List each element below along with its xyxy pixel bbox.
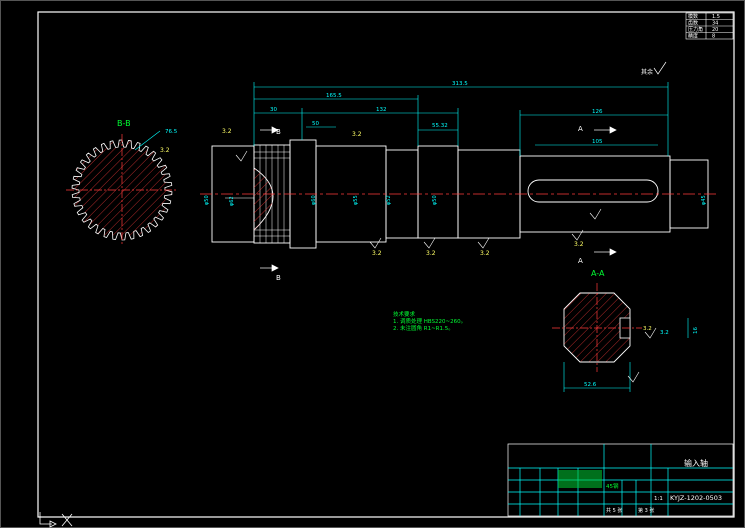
dia-label-6: φ50 [432, 195, 438, 205]
shaft-segment-3 [417, 145, 459, 239]
section-bb-roughness: 3.2 [160, 147, 170, 154]
dia-label-5: φ52 [386, 195, 392, 205]
roughness-triangles [235, 150, 602, 249]
dim-126: 126 [592, 109, 603, 115]
tech-notes-line-2: 2. 未注圆角 R1~R1.5。 [393, 324, 454, 332]
svg-text:34: 34 [712, 21, 718, 27]
section-bb-angle: 76.5 [165, 129, 178, 135]
section-bb-gear [66, 130, 178, 246]
roughness-5: 3.2 [480, 250, 490, 257]
title-block-fill [558, 470, 602, 488]
dim-30: 30 [270, 107, 277, 113]
dia-label-2: φ62 [229, 196, 235, 206]
ucs-icon [39, 512, 73, 528]
title-block [507, 443, 734, 517]
roughness-4: 3.2 [426, 250, 436, 257]
title-sheet-number: 第 3 张 [638, 507, 654, 514]
gear-table-row-1: 模数 [688, 13, 698, 20]
section-marker-b-top: B [276, 128, 281, 136]
dim-50: 50 [312, 121, 319, 127]
title-sheet-total: 共 5 张 [606, 507, 622, 514]
title-drawing-number: KYJZ-1202-0503 [670, 494, 722, 502]
dia-label-1: φ50 [204, 195, 210, 205]
section-aa-dim-key: 16 [693, 327, 699, 334]
svg-text:8: 8 [712, 34, 715, 40]
top-dimension-lines [253, 82, 669, 156]
section-marker-a-bottom: A [578, 257, 583, 265]
section-marker-b-bottom: B [276, 274, 281, 282]
dim-overall: 313.5 [452, 81, 468, 87]
svg-text:1.5: 1.5 [712, 14, 720, 20]
roughness-6: 3.2 [574, 241, 584, 248]
corner-roughness-label: 其余 [641, 68, 653, 76]
dia-label-3: φ60 [311, 195, 317, 205]
gear-parameter-table [685, 12, 734, 40]
section-aa-roughness: 3.2 [643, 326, 652, 332]
gear-table-row-4: 精度 [688, 33, 698, 40]
section-bb-label: B-B [117, 119, 131, 128]
title-part-name: 输入轴 [684, 458, 708, 468]
section-arrows [260, 126, 617, 272]
tech-notes-heading: 技术要求 [393, 310, 416, 318]
section-aa-label: A-A [591, 269, 605, 278]
section-marker-a-top: A [578, 125, 583, 133]
roughness-2: 3.2 [352, 131, 362, 138]
gear-table-row-3: 压力角 [688, 26, 703, 33]
dia-label-7: φ45 [701, 195, 707, 205]
section-aa-dim-width: 52.6 [584, 382, 597, 388]
keyway-slot [527, 179, 659, 203]
tech-notes-line-1: 1. 调质处理 HBS220~260。 [393, 317, 466, 325]
corner-roughness-symbol [653, 61, 667, 75]
roughness-1: 3.2 [222, 128, 232, 135]
drawing-frame [37, 11, 735, 518]
dim-105: 105 [592, 139, 603, 145]
section-aa-view [552, 283, 689, 392]
dia-label-4: φ55 [353, 195, 359, 205]
dim-55: 55.32 [432, 123, 448, 129]
roughness-3: 3.2 [372, 250, 382, 257]
dim-165: 165.5 [326, 93, 342, 99]
dim-132: 132 [376, 107, 387, 113]
title-scale: 1:1 [654, 496, 663, 502]
gear-table-row-2: 齿数 [688, 20, 698, 27]
svg-text:20: 20 [712, 27, 718, 33]
title-material: 45钢 [606, 482, 619, 490]
section-aa-dim-depth: 3.2 [660, 330, 669, 336]
